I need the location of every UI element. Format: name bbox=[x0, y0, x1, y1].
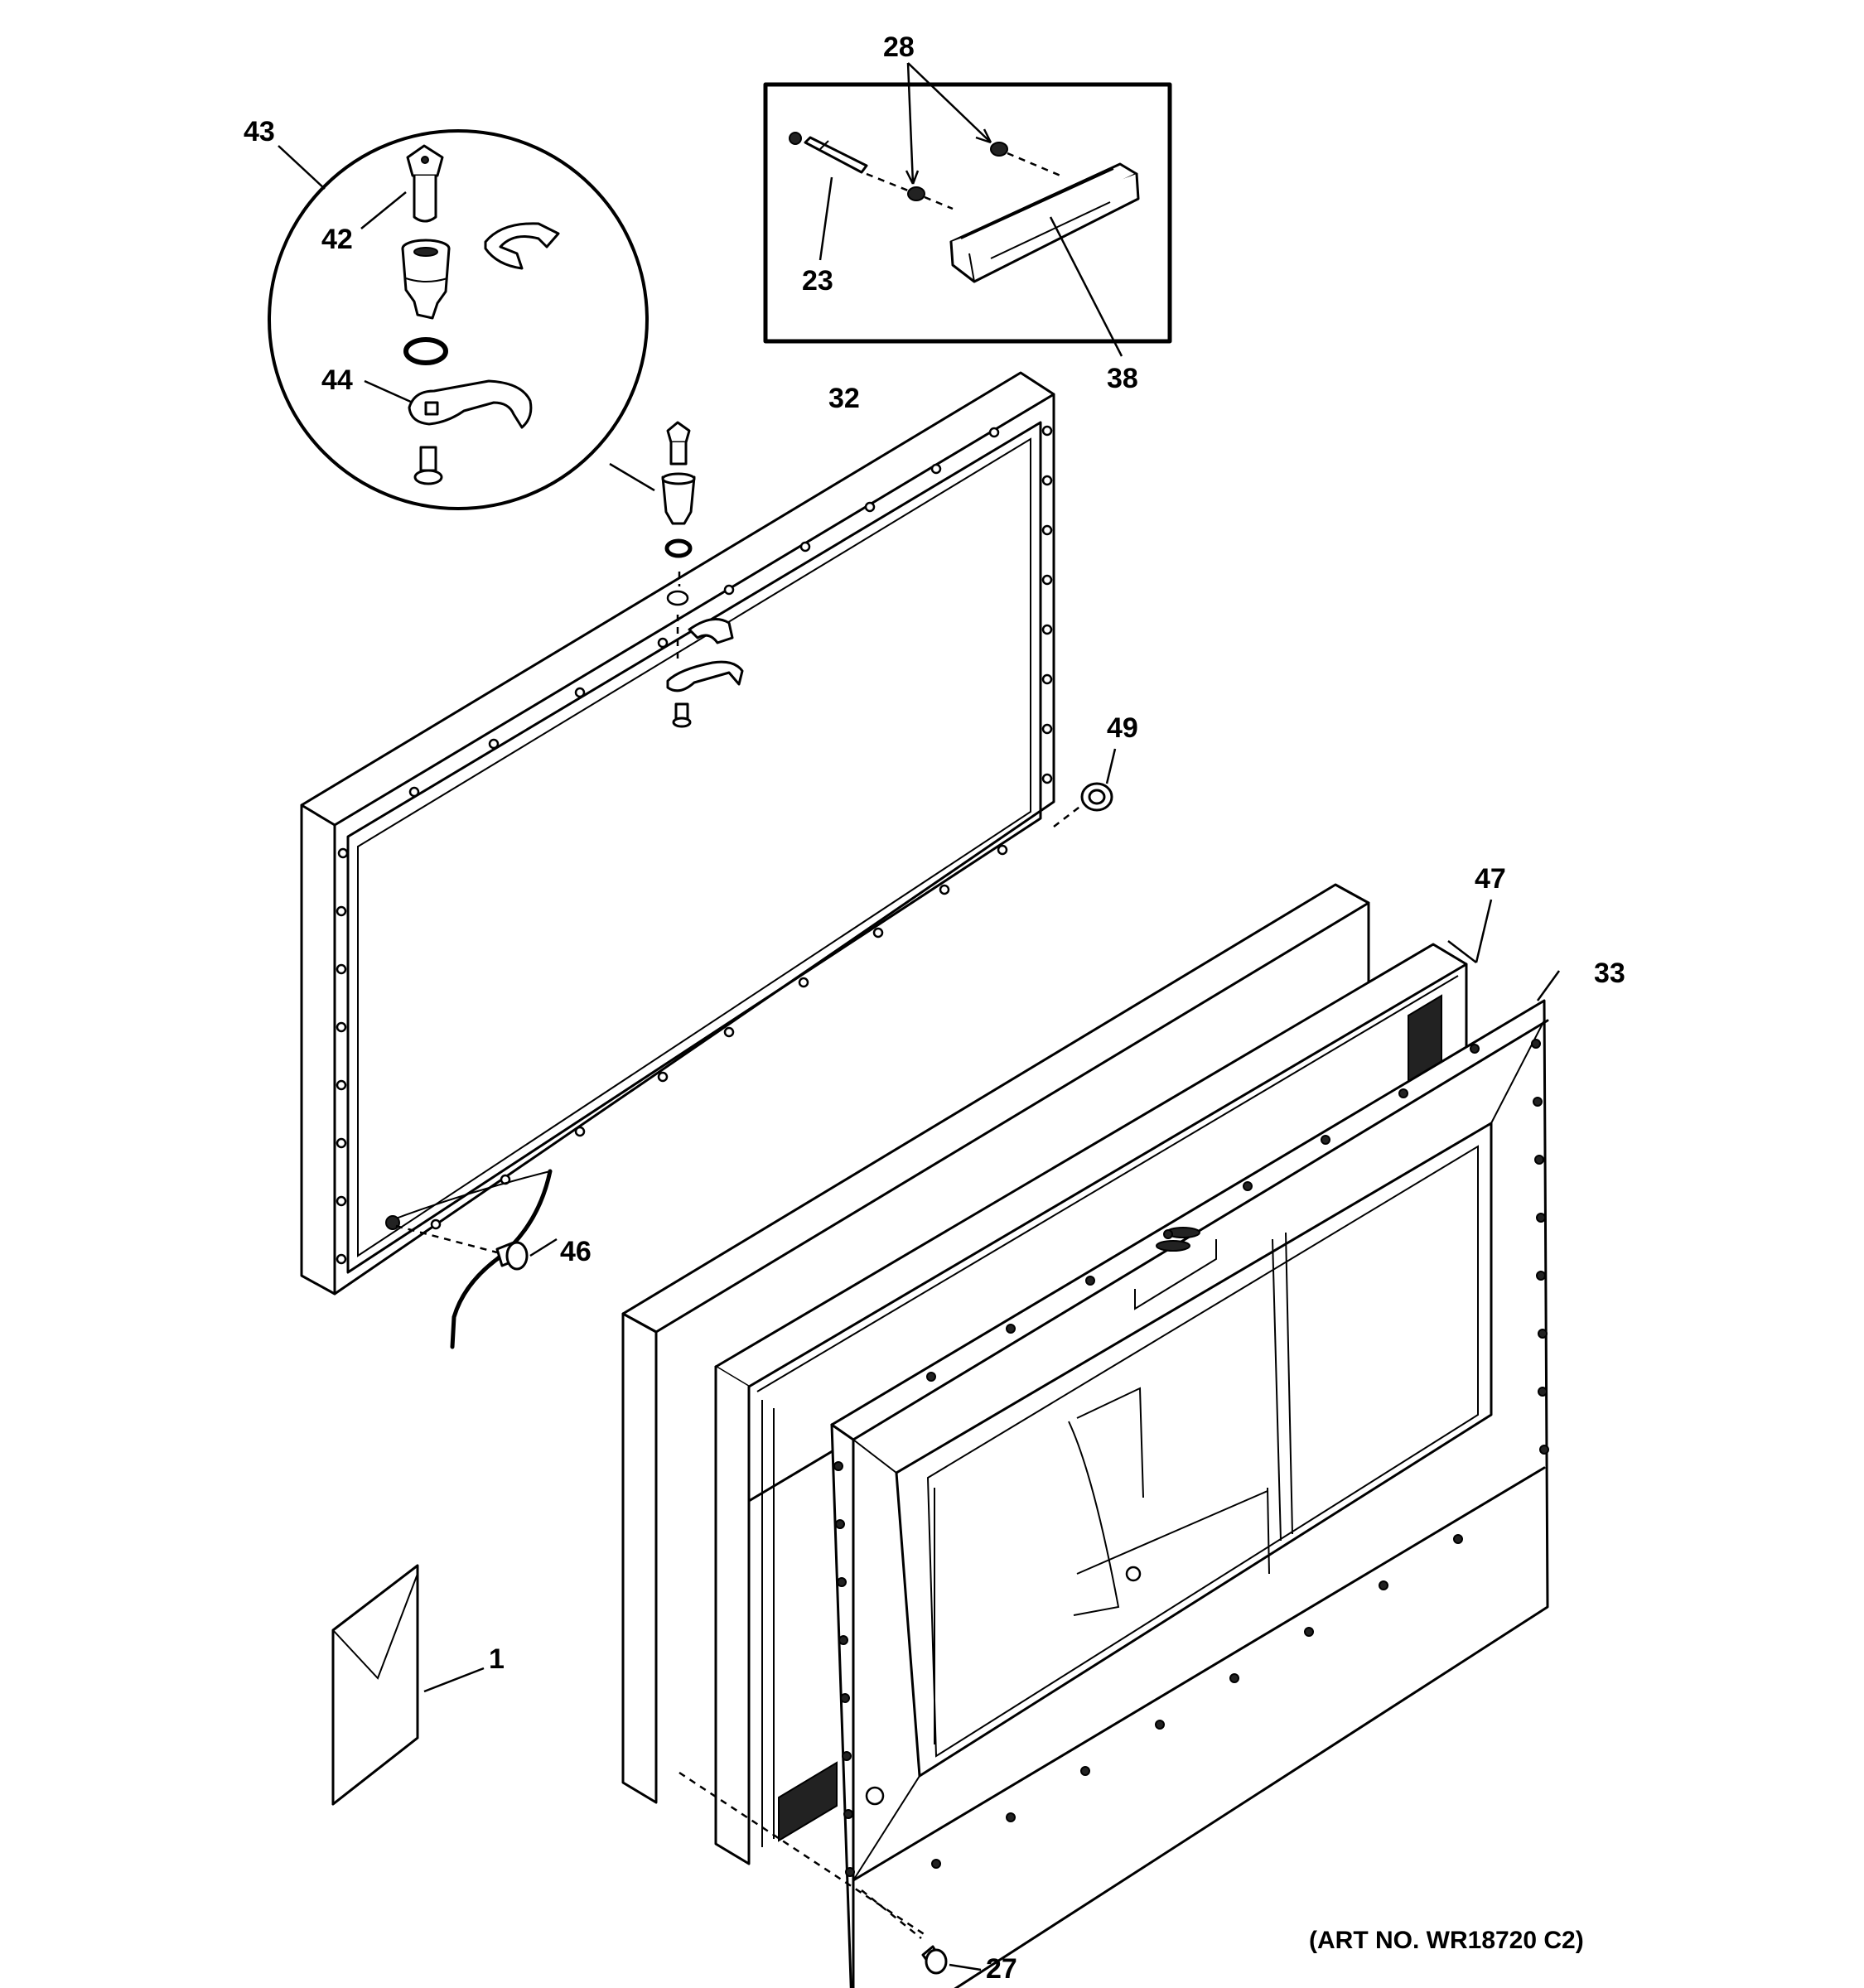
callout-49: 49 bbox=[1107, 712, 1138, 744]
callout-1: 1 bbox=[489, 1643, 505, 1675]
callout-27: 27 bbox=[986, 1953, 1017, 1985]
screw-46-part bbox=[395, 1224, 558, 1271]
callout-labels: 28 43 42 23 38 44 32 49 47 33 46 1 27 (A… bbox=[244, 31, 1625, 1985]
mounted-lock-parts bbox=[661, 421, 744, 728]
handle-part bbox=[949, 162, 1140, 283]
pin-part bbox=[789, 132, 868, 174]
lock-cylinder-part bbox=[401, 239, 451, 320]
callout-28: 28 bbox=[883, 31, 915, 63]
inner-frame-part bbox=[300, 371, 1055, 1349]
insulation-block-part bbox=[621, 883, 1370, 1804]
clip-part bbox=[484, 222, 560, 270]
frame-holes bbox=[336, 425, 1053, 1265]
callout-33: 33 bbox=[1594, 958, 1625, 989]
handle-assembly-inset bbox=[763, 62, 1172, 357]
outer-door-part bbox=[830, 970, 1561, 1988]
callout-38: 38 bbox=[1107, 363, 1138, 394]
callout-46: 46 bbox=[560, 1236, 592, 1267]
nut-part bbox=[907, 142, 1008, 201]
callout-44: 44 bbox=[321, 364, 353, 396]
key-part bbox=[406, 144, 444, 223]
callout-32: 32 bbox=[828, 383, 860, 414]
callout-42: 42 bbox=[321, 224, 353, 255]
callout-43: 43 bbox=[244, 116, 275, 147]
lock-assembly-inset bbox=[268, 129, 655, 510]
screw-27-part bbox=[678, 1771, 982, 1975]
art-number: (ART NO. WR18720 C2) bbox=[1309, 1927, 1584, 1954]
literature-envelope bbox=[331, 1564, 485, 1806]
callout-47: 47 bbox=[1475, 863, 1506, 895]
callout-23: 23 bbox=[802, 265, 833, 297]
door-holes bbox=[833, 1039, 1549, 1877]
cam-part bbox=[408, 379, 533, 429]
bumper-part bbox=[1053, 748, 1117, 828]
screw-part bbox=[413, 446, 443, 485]
gasket-part bbox=[714, 899, 1493, 1865]
